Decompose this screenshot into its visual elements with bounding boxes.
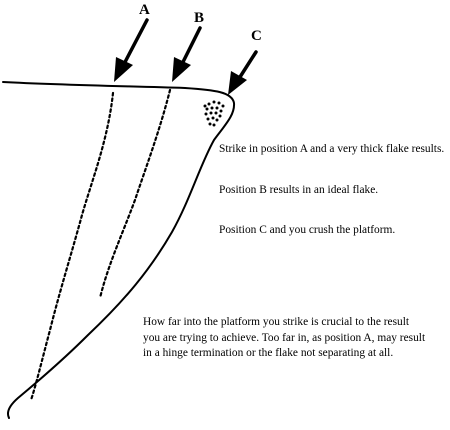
note-line-3: in a hinge termination or the flake not … (143, 347, 394, 360)
strike-arrow-b (172, 26, 202, 82)
caption-position-b: Position B results in an ideal flake. (219, 184, 379, 196)
fracture-line-a (29, 91, 115, 402)
caption-position-c: Position C and you crush the platform. (219, 224, 396, 236)
note-line-1: How far into the platform you strike is … (143, 316, 410, 328)
strike-arrow-c (228, 50, 258, 95)
explanatory-note: How far into the platform you strike is … (143, 315, 425, 362)
caption-position-a: Strike in position A and a very thick fl… (219, 143, 445, 155)
fracture-line-b (98, 88, 172, 300)
label-a: A (139, 2, 150, 18)
crushed-platform-stipple (203, 100, 225, 127)
label-c: C (251, 28, 262, 44)
label-b: B (194, 10, 205, 26)
core-outline (2, 81, 236, 419)
note-line-2: you are trying to achieve. Too far in, a… (143, 331, 426, 344)
strike-arrow-a (114, 18, 149, 82)
